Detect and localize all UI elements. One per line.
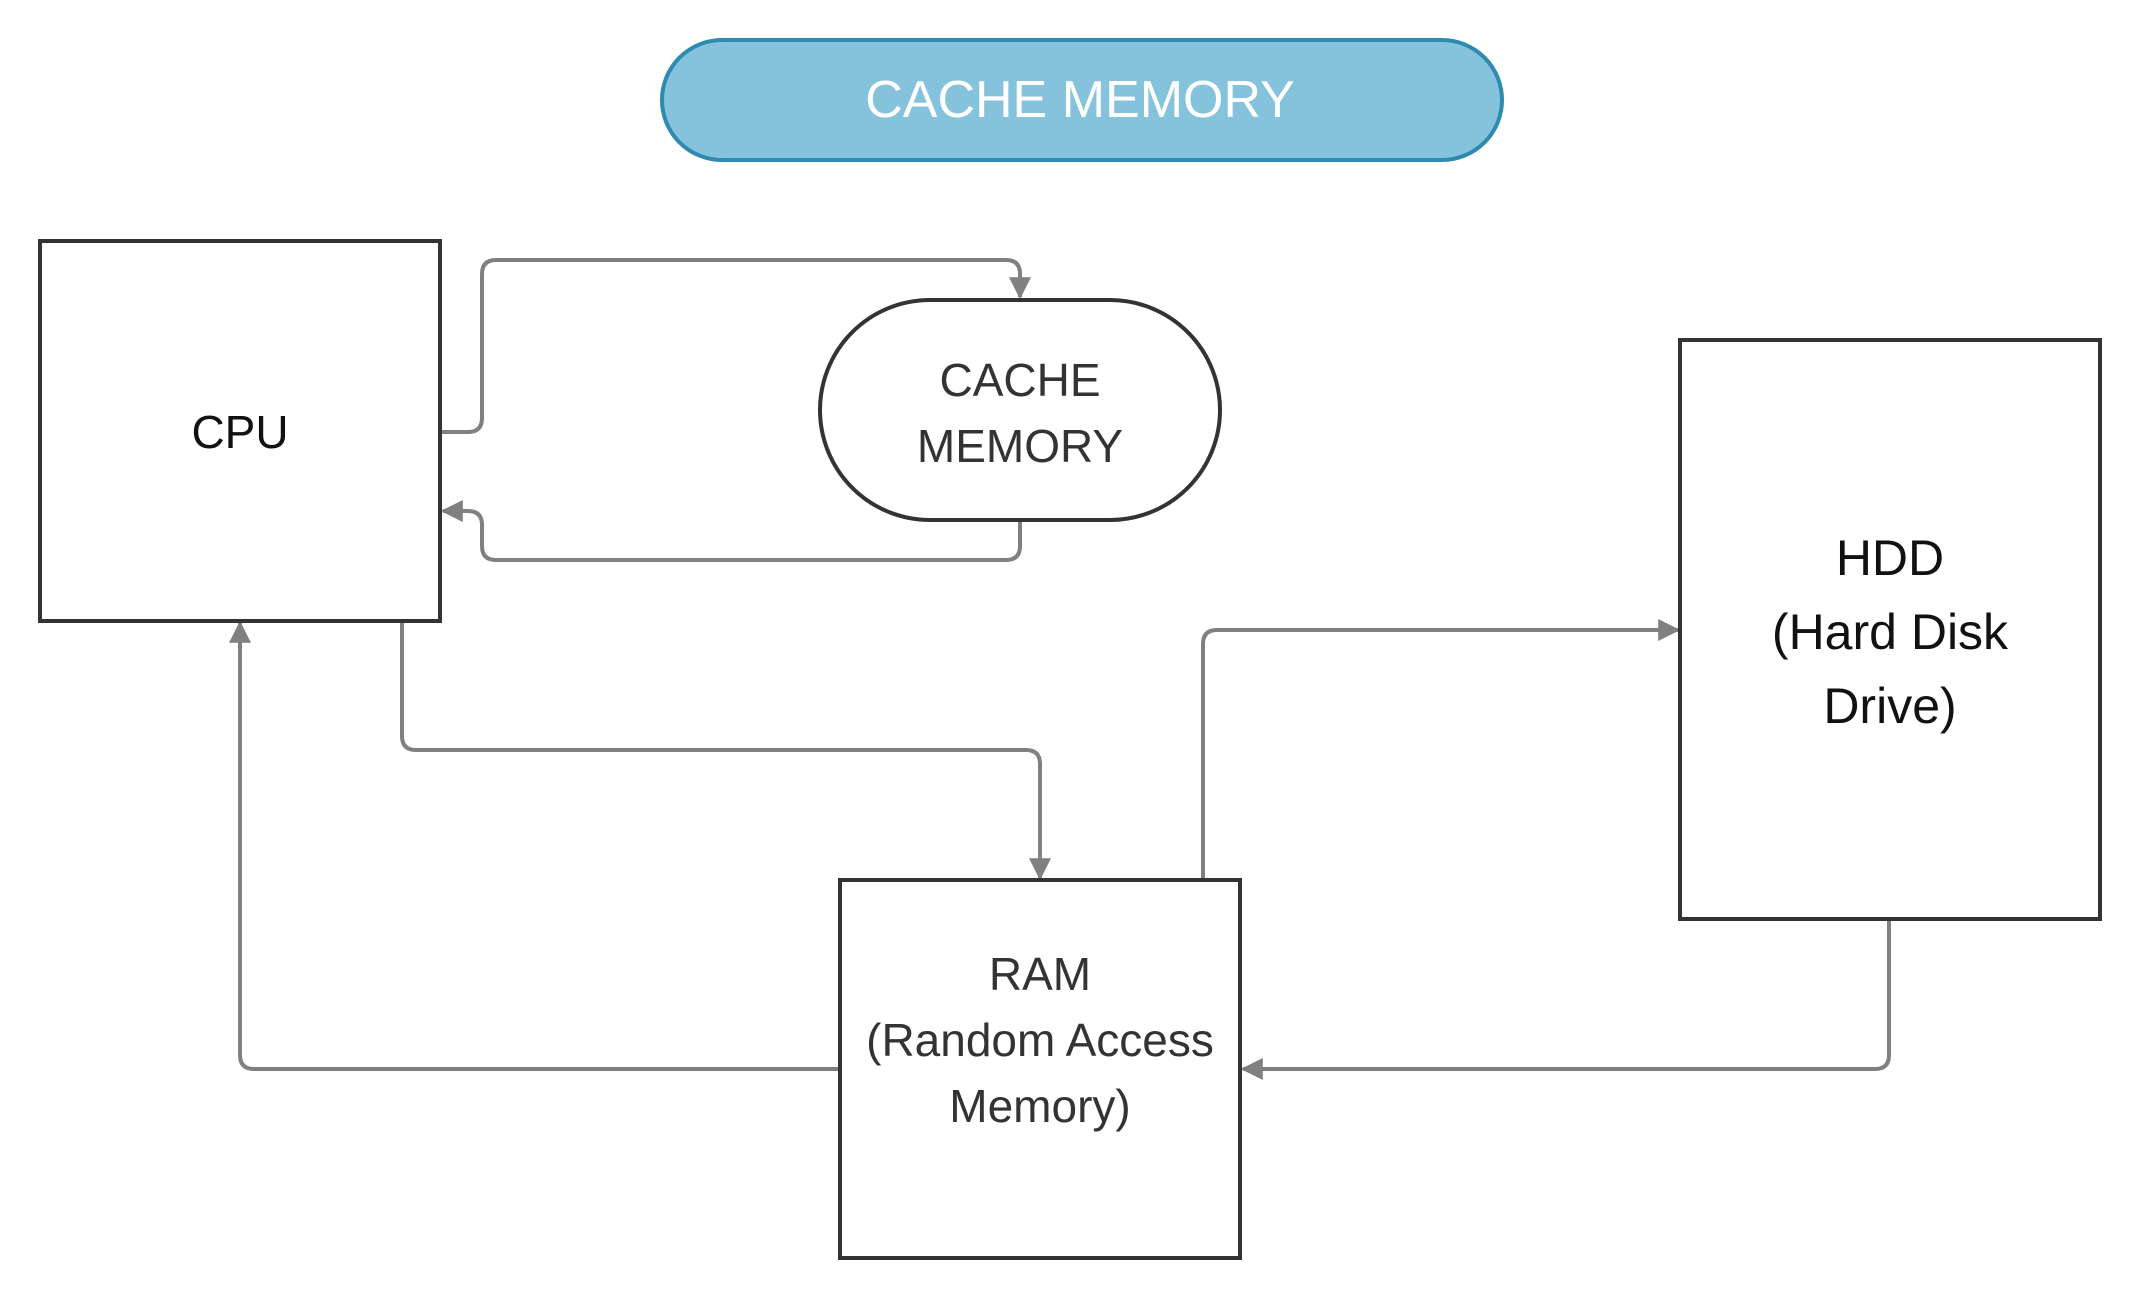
hdd-label-line-2: (Hard Disk [1772, 604, 2009, 660]
title-pill [660, 38, 1504, 162]
hdd-label-line-1: HDD [1836, 530, 1944, 586]
cache-label-line-2: MEMORY [917, 420, 1123, 472]
hdd-label-line-3: Drive) [1823, 678, 1956, 734]
hdd-box[interactable] [1678, 338, 2102, 921]
connectors [229, 258, 1891, 1080]
cache-label-line-1: CACHE [939, 354, 1100, 406]
cache-memory-oval[interactable] [818, 298, 1222, 522]
node-hdd[interactable]: HDD (Hard Disk Drive) [1678, 338, 2102, 921]
ram-label-line-2: (Random Access [866, 1014, 1214, 1066]
ram-label-line-3: Memory) [949, 1080, 1130, 1132]
connector-hdd-to-ram [1240, 921, 1891, 1080]
cpu-label: CPU [191, 406, 288, 458]
connector-ram-to-hdd [1201, 619, 1681, 880]
connector-cache-to-cpu [440, 500, 1022, 562]
node-cpu[interactable]: CPU [38, 239, 442, 623]
connector-cpu-to-ram [400, 622, 1051, 881]
title-banner: CACHE MEMORY [660, 38, 1504, 162]
ram-label-line-1: RAM [989, 948, 1091, 1000]
cpu-box[interactable] [38, 239, 442, 623]
title-label: CACHE MEMORY [865, 71, 1295, 129]
connector-cpu-to-cache [441, 258, 1031, 434]
node-cache-memory[interactable]: CACHE MEMORY [818, 298, 1222, 522]
ram-box[interactable] [838, 878, 1242, 1260]
node-ram[interactable]: RAM (Random Access Memory) [838, 878, 1242, 1260]
connector-ram-to-cpu [229, 620, 838, 1071]
